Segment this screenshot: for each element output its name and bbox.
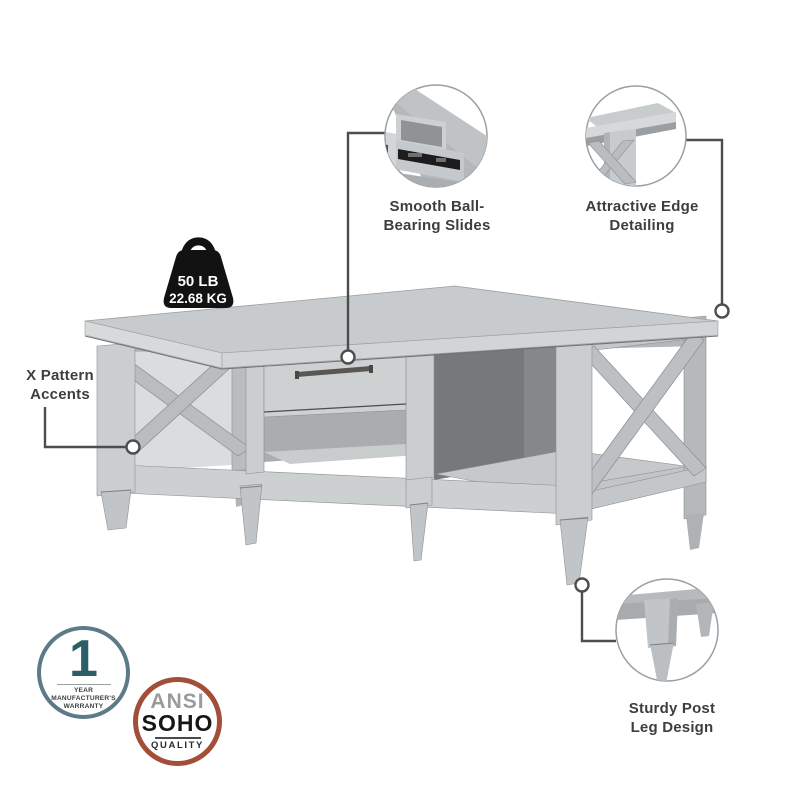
weight-pounds-text: 50 LB bbox=[178, 273, 219, 290]
warranty-label-line2: WARRANTY bbox=[63, 703, 104, 710]
warranty-label-line1: YEAR MANUFACTURER'S bbox=[51, 687, 116, 702]
callout-label-slides-line1: Smooth Ball- bbox=[389, 198, 485, 215]
middle-cubby bbox=[264, 409, 432, 464]
quality-badge-ansi: ANSI bbox=[150, 690, 205, 714]
warranty-badge: 1 YEAR MANUFACTURER'S WARRANTY bbox=[37, 626, 130, 719]
quality-badge-divider bbox=[154, 737, 201, 739]
drawer-right-stile bbox=[405, 340, 435, 481]
marker-ring-edge bbox=[714, 303, 730, 319]
callout-label-x-pattern: X Pattern Accents bbox=[4, 366, 116, 404]
quality-badge-quality: QUALITY bbox=[151, 739, 204, 751]
warranty-divider bbox=[56, 684, 111, 685]
callout-label-slides-line2: Bearing Slides bbox=[383, 217, 491, 234]
callout-label-edge-line1: Attractive Edge bbox=[585, 198, 699, 215]
warranty-number: 1 bbox=[69, 630, 98, 688]
connector-lines bbox=[43, 131, 730, 643]
connector-line-edge bbox=[686, 138, 724, 304]
callout-label-x-pattern-line1: X Pattern bbox=[26, 367, 94, 384]
ansi-soho-quality-badge: ANSI SOHO QUALITY bbox=[133, 677, 222, 766]
callout-label-x-pattern-line2: Accents bbox=[30, 386, 90, 403]
drawer-handle bbox=[295, 365, 373, 379]
right-x-panel bbox=[577, 315, 707, 550]
marker-ring-x-pattern bbox=[125, 439, 141, 455]
connector-line-slides bbox=[346, 131, 385, 350]
connector-line-x-pattern bbox=[43, 407, 126, 449]
callout-label-edge: Attractive Edge Detailing bbox=[567, 197, 717, 235]
detail-circle-slides bbox=[384, 84, 488, 188]
connector-line-leg bbox=[580, 592, 616, 643]
callout-label-slides: Smooth Ball- Bearing Slides bbox=[362, 197, 512, 235]
weight-kilograms-text: 22.68 KG bbox=[169, 291, 227, 306]
callout-label-leg-line2: Leg Design bbox=[630, 719, 714, 736]
callout-label-leg: Sturdy Post Leg Design bbox=[597, 699, 747, 737]
callout-label-edge-line2: Detailing bbox=[609, 217, 675, 234]
callout-label-leg-line1: Sturdy Post bbox=[628, 700, 716, 717]
marker-ring-slides bbox=[340, 349, 356, 365]
left-x-panel bbox=[103, 339, 253, 507]
weight-capacity-icon: 50 LB 22.68 KG bbox=[163, 237, 234, 308]
right-cubby bbox=[434, 342, 560, 480]
detail-circle-edge bbox=[585, 85, 687, 187]
table-legs bbox=[96, 338, 593, 586]
marker-ring-leg bbox=[574, 577, 590, 593]
quality-badge-soho: SOHO bbox=[141, 710, 214, 737]
detail-circle-leg bbox=[615, 578, 719, 682]
coffee-table-illustration: 50 LB 22.68 KG bbox=[84, 237, 719, 586]
